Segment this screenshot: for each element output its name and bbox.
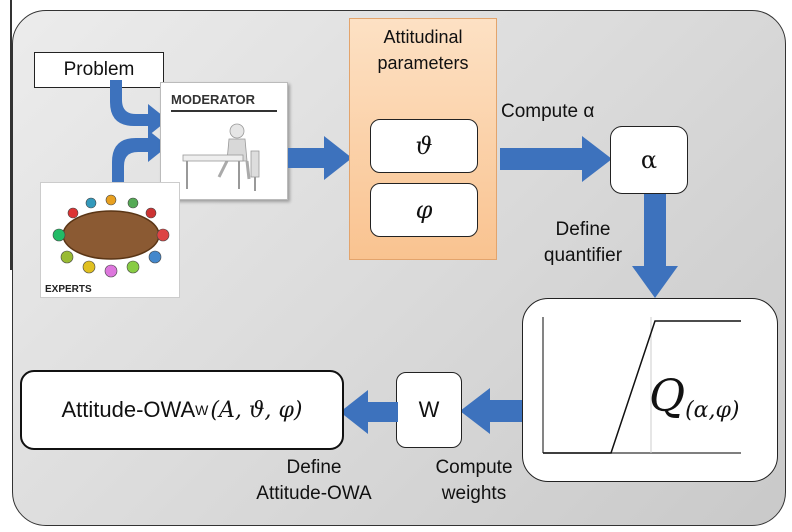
moderator-figure-icon <box>182 123 260 191</box>
moderator-label: MODERATOR <box>171 92 256 107</box>
weights-symbol: W <box>418 397 440 422</box>
phi-symbol: φ <box>415 196 433 224</box>
phi-parameter-box: φ <box>370 183 478 237</box>
weights-to-result-arrow <box>340 390 398 434</box>
compute-weights-line2: weights <box>441 483 507 504</box>
moderator-to-parameters-arrow <box>288 136 352 180</box>
theta-symbol: ϑ <box>415 132 433 160</box>
define-quantifier-line1: Define <box>555 219 611 240</box>
quantifier-formula: Q(α,φ) <box>649 371 740 423</box>
left-edge-line <box>10 0 12 270</box>
attitude-owa-name: Attitude-OWA <box>61 397 196 422</box>
define-owa-line2: Attitude-OWA <box>256 483 372 504</box>
experts-label: EXPERTS <box>45 284 92 295</box>
moderator-panel: MODERATOR <box>160 82 288 200</box>
quantifier-box: Q(α,φ) <box>522 298 778 482</box>
define-owa-line1: Define <box>286 457 342 478</box>
compute-alpha-label: Compute α <box>501 101 595 122</box>
quantifier-plot <box>542 317 741 454</box>
parameters-to-alpha-arrow <box>500 136 612 182</box>
quantifier-subscript: (α,φ) <box>685 398 740 423</box>
problem-box: Problem <box>34 52 164 88</box>
problem-label: Problem <box>63 59 135 80</box>
alpha-box: α <box>610 126 688 194</box>
attitudinal-title-line1: Attitudinal <box>383 27 463 47</box>
alpha-symbol: α <box>640 146 658 174</box>
problem-to-moderator-arrow <box>110 80 168 136</box>
alpha-to-quantifier-arrow <box>632 194 678 298</box>
theta-parameter-box: ϑ <box>370 119 478 173</box>
attitudinal-panel: Attitudinal parameters ϑ φ <box>349 18 497 260</box>
expert-figures <box>52 194 170 278</box>
quantifier-to-weights-arrow <box>460 388 522 434</box>
experts-panel: EXPERTS <box>40 182 180 298</box>
experts-roundtable-icon <box>52 194 170 278</box>
moderator-underline <box>171 110 277 112</box>
compute-weights-line1: Compute <box>435 457 513 478</box>
attitude-owa-subscript: W <box>195 402 209 418</box>
define-quantifier-line2: quantifier <box>543 245 623 266</box>
attitude-owa-args: (A, ϑ, φ) <box>210 397 303 423</box>
quantifier-symbol: Q <box>649 371 686 422</box>
experts-to-moderator-arrow <box>112 130 168 184</box>
attitudinal-title-line2: parameters <box>377 53 469 73</box>
weights-box: W <box>396 372 462 448</box>
